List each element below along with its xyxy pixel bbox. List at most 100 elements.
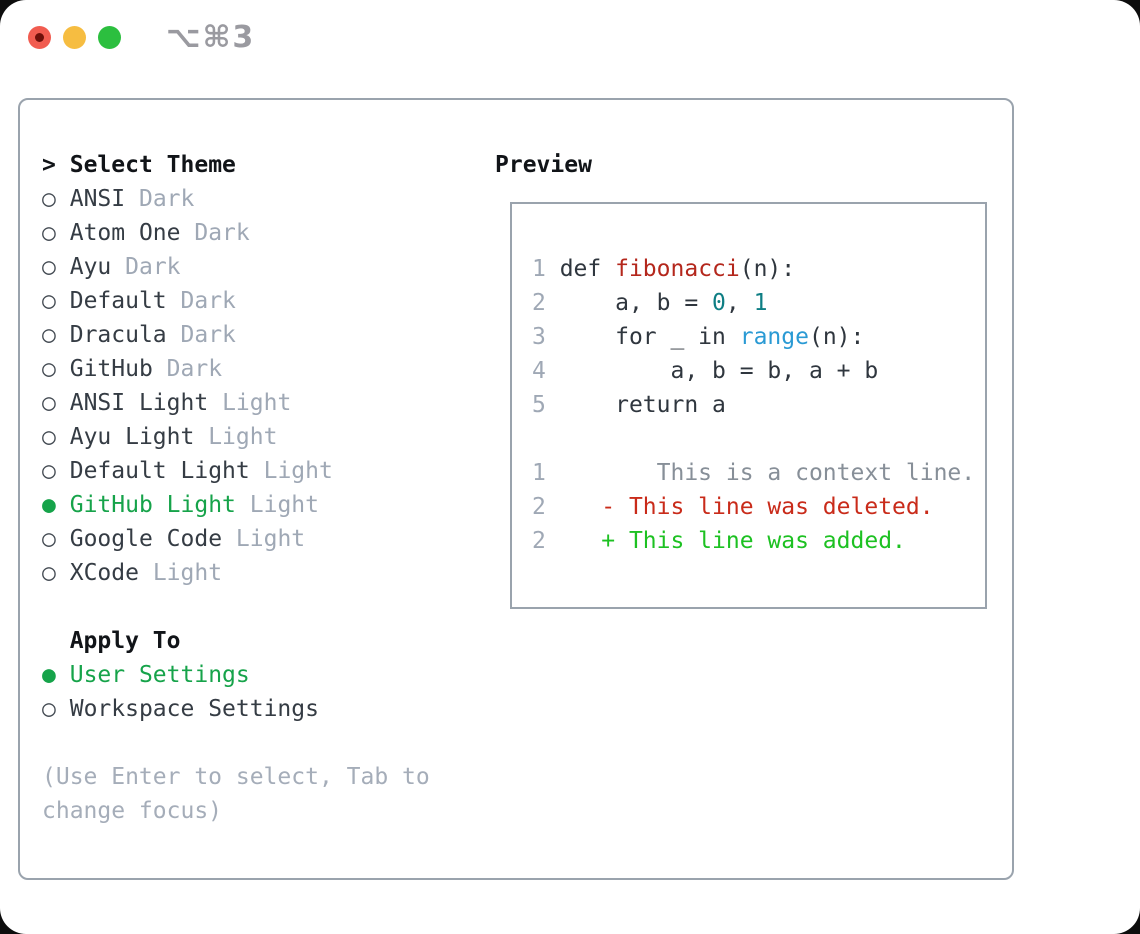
theme-option-github[interactable]: ○ GitHub Dark	[42, 352, 430, 386]
theme-name-label: ANSI	[69, 186, 126, 212]
theme-variant-label: Dark	[180, 322, 236, 348]
code-line: 3 for _ in range(n):	[532, 320, 985, 354]
line-number: 2	[532, 290, 546, 316]
spacer	[42, 726, 430, 760]
code-segment: fibonacci	[615, 256, 740, 282]
gap	[56, 424, 70, 450]
theme-option-ayu[interactable]: ○ Ayu Dark	[42, 250, 430, 284]
theme-name-label: GitHub Light	[69, 492, 236, 518]
theme-name-label: Ayu	[69, 254, 112, 280]
theme-list: ○ ANSI Dark○ Atom One Dark○ Ayu Dark○ De…	[42, 182, 430, 590]
theme-variant-label: Dark	[125, 254, 181, 280]
radio-icon: ○	[42, 560, 56, 586]
title-bar: ⌥⌘3	[0, 0, 1140, 74]
theme-name-label: Dracula	[69, 322, 167, 348]
theme-variant-label: Dark	[166, 356, 223, 382]
code-segment: 0	[712, 290, 726, 316]
code-line: 2 + This line was added.	[532, 524, 985, 558]
apply-option-workspace-settings[interactable]: ○ Workspace Settings	[42, 692, 430, 726]
code-segment: (n):	[808, 324, 865, 350]
apply-to-heading: Apply To	[69, 628, 181, 654]
theme-name-label: Default	[69, 288, 167, 314]
radio-icon: ○	[42, 322, 56, 348]
theme-name-label: Google Code	[69, 526, 223, 552]
code-segment: + This line was added.	[545, 528, 906, 554]
theme-picker-column: > Select Theme ○ ANSI Dark○ Atom One Dar…	[42, 148, 430, 828]
theme-option-ayu-light[interactable]: ○ Ayu Light Light	[42, 420, 430, 454]
close-button[interactable]	[28, 26, 51, 49]
line-number: 5	[532, 392, 546, 418]
gap	[222, 526, 236, 552]
code-segment: range	[739, 324, 809, 350]
code-line: 1 def fibonacci(n):	[532, 252, 985, 286]
code-segment: for _ in	[545, 324, 740, 350]
code-segment: a, b = b, a + b	[545, 358, 879, 384]
radio-icon: ○	[42, 220, 56, 246]
gap	[56, 356, 70, 382]
gap	[56, 492, 70, 518]
radio-icon: ○	[42, 458, 56, 484]
code-segment: 1	[753, 290, 768, 316]
gap	[139, 560, 153, 586]
code-segment: return a	[545, 392, 726, 418]
gap	[125, 186, 139, 212]
line-number: 2	[532, 528, 546, 554]
zoom-button[interactable]	[98, 26, 121, 49]
gap	[208, 390, 222, 416]
gap	[153, 356, 167, 382]
theme-option-default[interactable]: ○ Default Dark	[42, 284, 430, 318]
gap	[56, 254, 70, 280]
theme-name-label: ANSI Light	[69, 390, 209, 416]
apply-option-label: Workspace Settings	[69, 696, 319, 722]
theme-option-google-code[interactable]: ○ Google Code Light	[42, 522, 430, 556]
line-number: 3	[532, 324, 546, 350]
radio-icon: ○	[42, 390, 56, 416]
apply-option-user-settings[interactable]: ● User Settings	[42, 658, 430, 692]
line-number: 4	[532, 358, 546, 384]
theme-variant-label: Dark	[194, 220, 250, 246]
gap	[56, 526, 70, 552]
radio-icon: ○	[42, 424, 56, 450]
gap	[194, 424, 208, 450]
code-segment: - This line was deleted.	[545, 494, 934, 520]
gap	[181, 220, 195, 246]
theme-option-xcode[interactable]: ○ XCode Light	[42, 556, 430, 590]
spacer	[42, 590, 430, 624]
gap	[56, 220, 70, 246]
code-segment: ,	[725, 290, 754, 316]
gap	[56, 186, 70, 212]
code-segment: This is a context line.	[545, 460, 976, 486]
theme-option-ansi-light[interactable]: ○ ANSI Light Light	[42, 386, 430, 420]
code-segment: (n):	[739, 256, 796, 282]
line-number: 2	[532, 494, 546, 520]
theme-option-atom-one[interactable]: ○ Atom One Dark	[42, 216, 430, 250]
code-line: 4 a, b = b, a + b	[532, 354, 985, 388]
theme-variant-label: Light	[263, 458, 333, 484]
theme-option-dracula[interactable]: ○ Dracula Dark	[42, 318, 430, 352]
theme-name-label: Default Light	[69, 458, 250, 484]
code-blank-line	[532, 422, 985, 456]
theme-variant-label: Light	[208, 424, 278, 450]
gap	[56, 390, 70, 416]
theme-option-github-light[interactable]: ● GitHub Light Light	[42, 488, 430, 522]
code-line: 5 return a	[532, 388, 985, 422]
theme-variant-label: Light	[235, 526, 306, 552]
gap	[167, 322, 181, 348]
gap	[236, 492, 250, 518]
gap	[167, 288, 181, 314]
theme-variant-label: Dark	[138, 186, 195, 212]
hint-text-line: change focus)	[42, 798, 223, 824]
radio-icon: ○	[42, 526, 56, 552]
select-theme-heading-label: Select Theme	[69, 152, 236, 178]
minimize-button[interactable]	[63, 26, 86, 49]
theme-variant-label: Light	[152, 560, 223, 586]
theme-option-default-light[interactable]: ○ Default Light Light	[42, 454, 430, 488]
apply-option-label: User Settings	[69, 662, 250, 688]
theme-option-ansi[interactable]: ○ ANSI Dark	[42, 182, 430, 216]
select-theme-heading: > Select Theme	[42, 148, 430, 182]
theme-variant-label: Light	[222, 390, 292, 416]
theme-name-label: GitHub	[69, 356, 153, 382]
radio-icon: ○	[42, 288, 56, 314]
